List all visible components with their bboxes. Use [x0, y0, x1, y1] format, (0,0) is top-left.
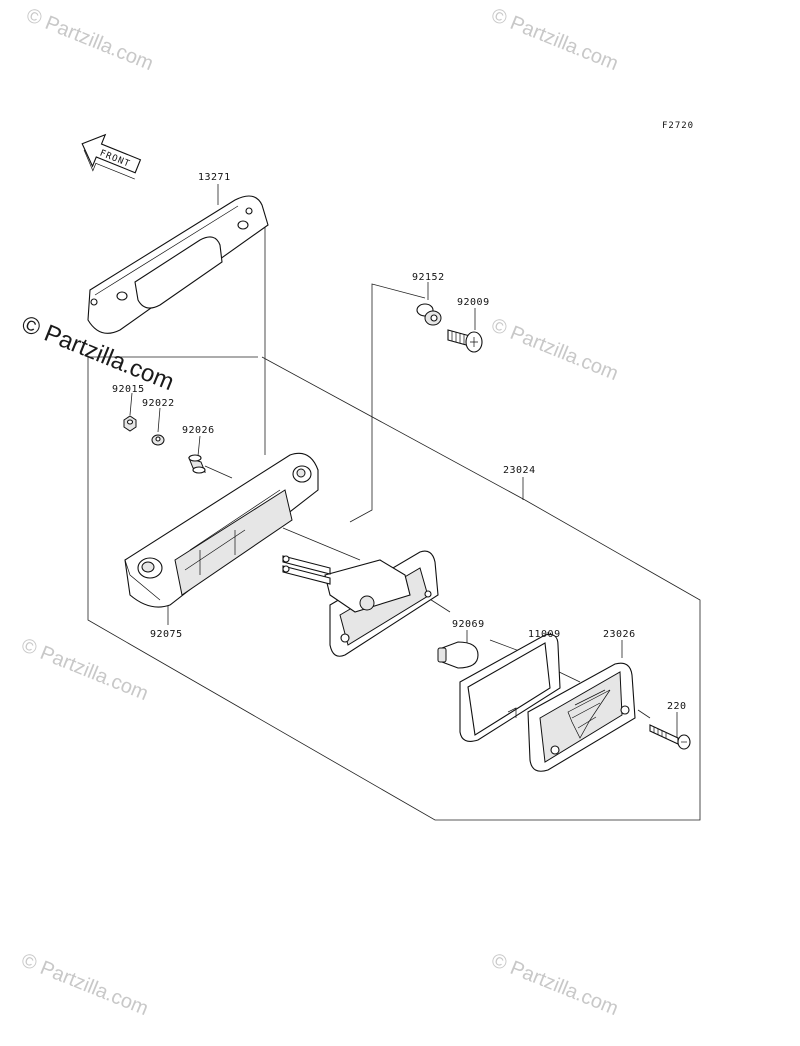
- diagram-code: F2720: [662, 121, 694, 131]
- front-arrow: FRONT: [81, 133, 142, 180]
- part-23026-lens[interactable]: [527, 662, 636, 772]
- part-13271-gasket[interactable]: [87, 195, 269, 334]
- label-92152: 92152: [412, 272, 445, 283]
- label-11009: 11009: [528, 629, 561, 640]
- part-92015-nut[interactable]: [123, 415, 137, 432]
- label-92022: 92022: [142, 398, 175, 409]
- part-11009-lens-gasket[interactable]: [459, 633, 561, 742]
- watermark-bottom-left: © Partzilla.com: [18, 949, 151, 1020]
- label-92075: 92075: [150, 629, 183, 640]
- label-220: 220: [667, 701, 687, 712]
- watermark-mid-right: © Partzilla.com: [488, 314, 621, 385]
- part-92009-screw[interactable]: [447, 329, 483, 353]
- part-23024-lamp-assembly[interactable]: [282, 550, 439, 657]
- label-23026: 23026: [603, 629, 636, 640]
- label-13271: 13271: [198, 172, 231, 183]
- part-92026-spacer[interactable]: [188, 454, 206, 474]
- watermark-top-right: © Partzilla.com: [488, 4, 621, 75]
- label-92009: 92009: [457, 297, 490, 308]
- watermark-top-left: © Partzilla.com: [23, 4, 156, 75]
- leader-lines: [87, 184, 701, 821]
- part-92075-housing[interactable]: [124, 452, 319, 608]
- label-92015: 92015: [112, 384, 145, 395]
- watermark-bottom-right: © Partzilla.com: [488, 949, 621, 1020]
- part-220-lens-screw[interactable]: [649, 724, 691, 750]
- part-92152-collar[interactable]: [416, 303, 442, 326]
- label-92026: 92026: [182, 425, 215, 436]
- label-23024: 23024: [503, 465, 536, 476]
- label-92069: 92069: [452, 619, 485, 630]
- part-92069-bulb[interactable]: [437, 641, 479, 669]
- part-92022-washer[interactable]: [151, 434, 165, 446]
